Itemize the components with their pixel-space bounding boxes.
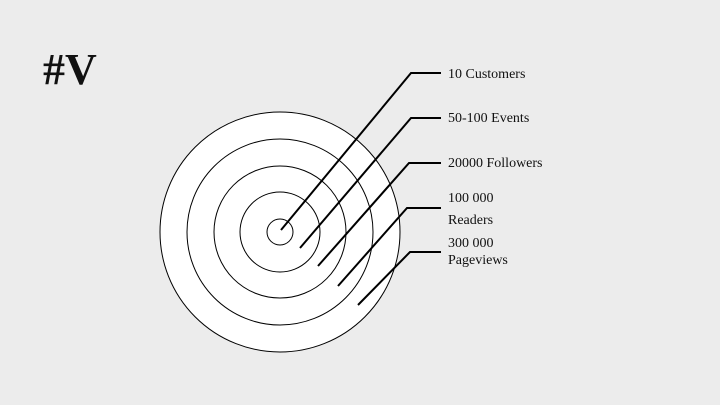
ring-label-events: 50-100 Events (448, 111, 530, 126)
ring-label-readers: 100 000 Readers (448, 191, 494, 228)
ring-label-pageviews: 300 000 Pageviews (448, 236, 508, 268)
leader-line-5 (357, 251, 441, 306)
leader-line-1 (280, 72, 441, 231)
ring-label-followers: 20000 Followers (448, 156, 543, 171)
leader-line-3 (317, 162, 441, 267)
leader-line-4 (337, 207, 441, 287)
ring-circle-1 (266, 218, 294, 246)
slide-title: #V (43, 45, 97, 94)
leader-line-2 (299, 117, 441, 249)
ring-label-customers: 10 Customers (448, 67, 526, 82)
